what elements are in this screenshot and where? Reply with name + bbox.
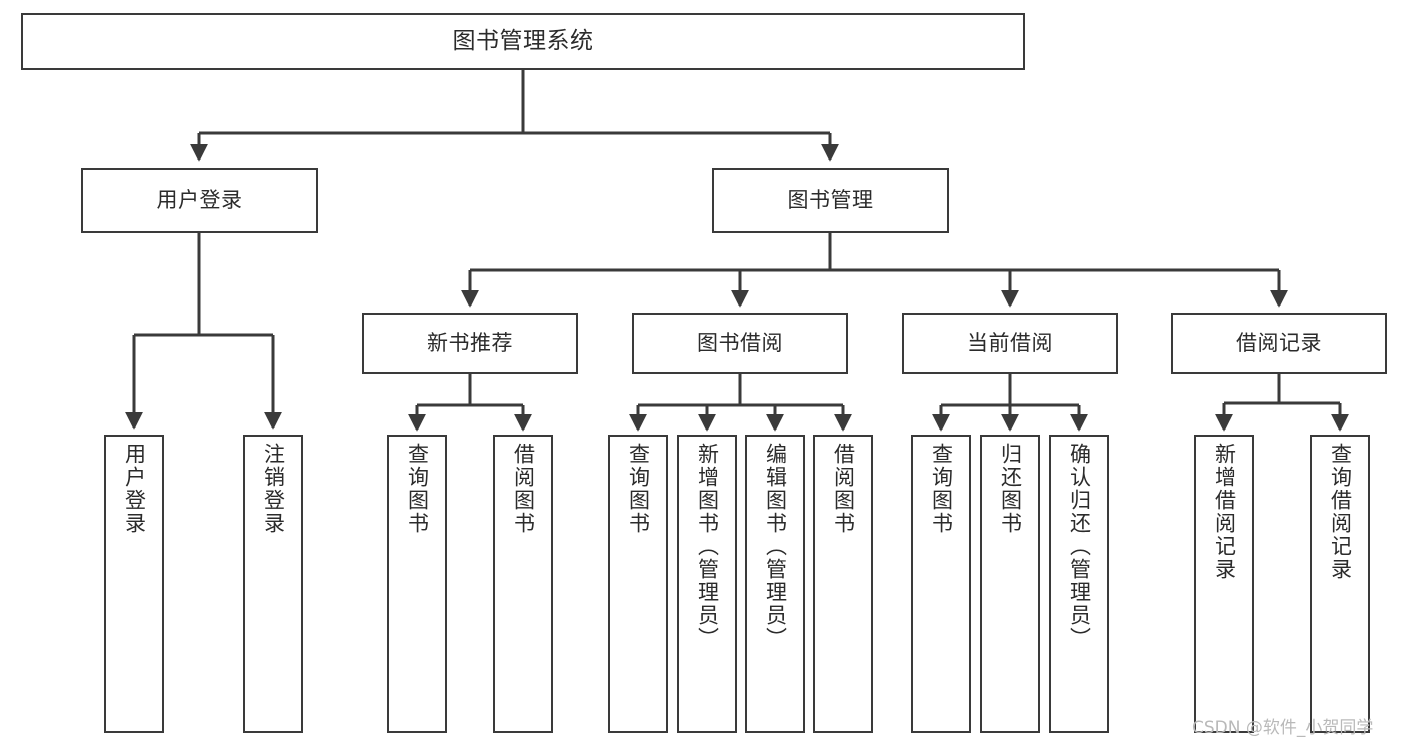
node-book-borrow[interactable]: 图书借阅 (632, 313, 848, 374)
node-leaf-add-record-label: 新增借阅记录 (1212, 443, 1237, 581)
node-root[interactable]: 图书管理系统 (21, 13, 1025, 70)
node-book-manage[interactable]: 图书管理 (712, 168, 949, 233)
node-current-borrow-label: 当前借阅 (967, 331, 1053, 356)
node-leaf-user-logout[interactable]: 注销登录 (243, 435, 303, 733)
node-borrow-record[interactable]: 借阅记录 (1171, 313, 1387, 374)
node-leaf-query-book-2[interactable]: 查询图书 (608, 435, 668, 733)
node-leaf-user-login[interactable]: 用户登录 (104, 435, 164, 733)
node-leaf-add-book[interactable]: 新增图书（管理员） (677, 435, 737, 733)
node-book-borrow-label: 图书借阅 (697, 331, 783, 356)
node-user-login[interactable]: 用户登录 (81, 168, 318, 233)
node-leaf-query-book-3-label: 查询图书 (929, 443, 954, 535)
node-leaf-return-book[interactable]: 归还图书 (980, 435, 1040, 733)
node-leaf-edit-book-label: 编辑图书（管理员） (763, 443, 788, 650)
node-root-label: 图书管理系统 (452, 28, 594, 55)
node-leaf-confirm-return-label: 确认归还（管理员） (1067, 443, 1092, 650)
node-leaf-add-record[interactable]: 新增借阅记录 (1194, 435, 1254, 733)
node-new-book-rec-label: 新书推荐 (427, 331, 513, 356)
node-leaf-user-login-label: 用户登录 (122, 443, 147, 535)
node-leaf-add-book-label: 新增图书（管理员） (695, 443, 720, 650)
node-leaf-borrow-book-2-label: 借阅图书 (831, 443, 856, 535)
node-leaf-query-record[interactable]: 查询借阅记录 (1310, 435, 1370, 733)
node-new-book-rec[interactable]: 新书推荐 (362, 313, 578, 374)
node-leaf-query-book-1-label: 查询图书 (405, 443, 430, 535)
node-leaf-query-book-3[interactable]: 查询图书 (911, 435, 971, 733)
node-book-manage-label: 图书管理 (787, 188, 874, 213)
node-current-borrow[interactable]: 当前借阅 (902, 313, 1118, 374)
node-leaf-edit-book[interactable]: 编辑图书（管理员） (745, 435, 805, 733)
node-leaf-query-book-1[interactable]: 查询图书 (387, 435, 447, 733)
node-user-login-label: 用户登录 (156, 188, 243, 213)
node-leaf-query-book-2-label: 查询图书 (626, 443, 651, 535)
node-leaf-user-logout-label: 注销登录 (261, 443, 286, 535)
node-leaf-confirm-return[interactable]: 确认归还（管理员） (1049, 435, 1109, 733)
node-leaf-return-book-label: 归还图书 (998, 443, 1023, 535)
node-leaf-borrow-book-1[interactable]: 借阅图书 (493, 435, 553, 733)
node-leaf-borrow-book-2[interactable]: 借阅图书 (813, 435, 873, 733)
node-borrow-record-label: 借阅记录 (1236, 331, 1322, 356)
node-leaf-query-record-label: 查询借阅记录 (1328, 443, 1353, 581)
watermark: CSDN @软件_小贺同学 (1192, 718, 1374, 738)
node-leaf-borrow-book-1-label: 借阅图书 (511, 443, 536, 535)
